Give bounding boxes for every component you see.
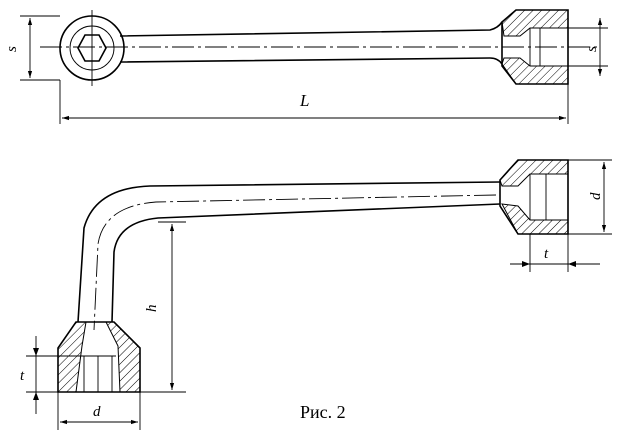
figure-caption: Рис. 2 <box>300 402 346 422</box>
bottom-t-left-label: t <box>20 368 25 384</box>
top-right-head-hatch <box>501 9 569 37</box>
hex-socket-outline <box>77 34 107 62</box>
bottom-h-label: h <box>144 305 160 313</box>
top-length-label: L <box>299 91 309 110</box>
bottom-view: d t h t d <box>20 159 612 430</box>
bottom-d-left-label: d <box>93 404 101 420</box>
top-s-left-label: s <box>4 46 20 52</box>
bottom-d-right-label: d <box>588 192 604 200</box>
top-view: s s L <box>4 9 608 124</box>
bottom-t-right-label: t <box>544 246 549 262</box>
top-shank <box>119 21 503 65</box>
l-shank-outer <box>77 181 501 323</box>
l-shank-inner <box>111 203 501 323</box>
top-s-right-label: s <box>584 46 600 52</box>
